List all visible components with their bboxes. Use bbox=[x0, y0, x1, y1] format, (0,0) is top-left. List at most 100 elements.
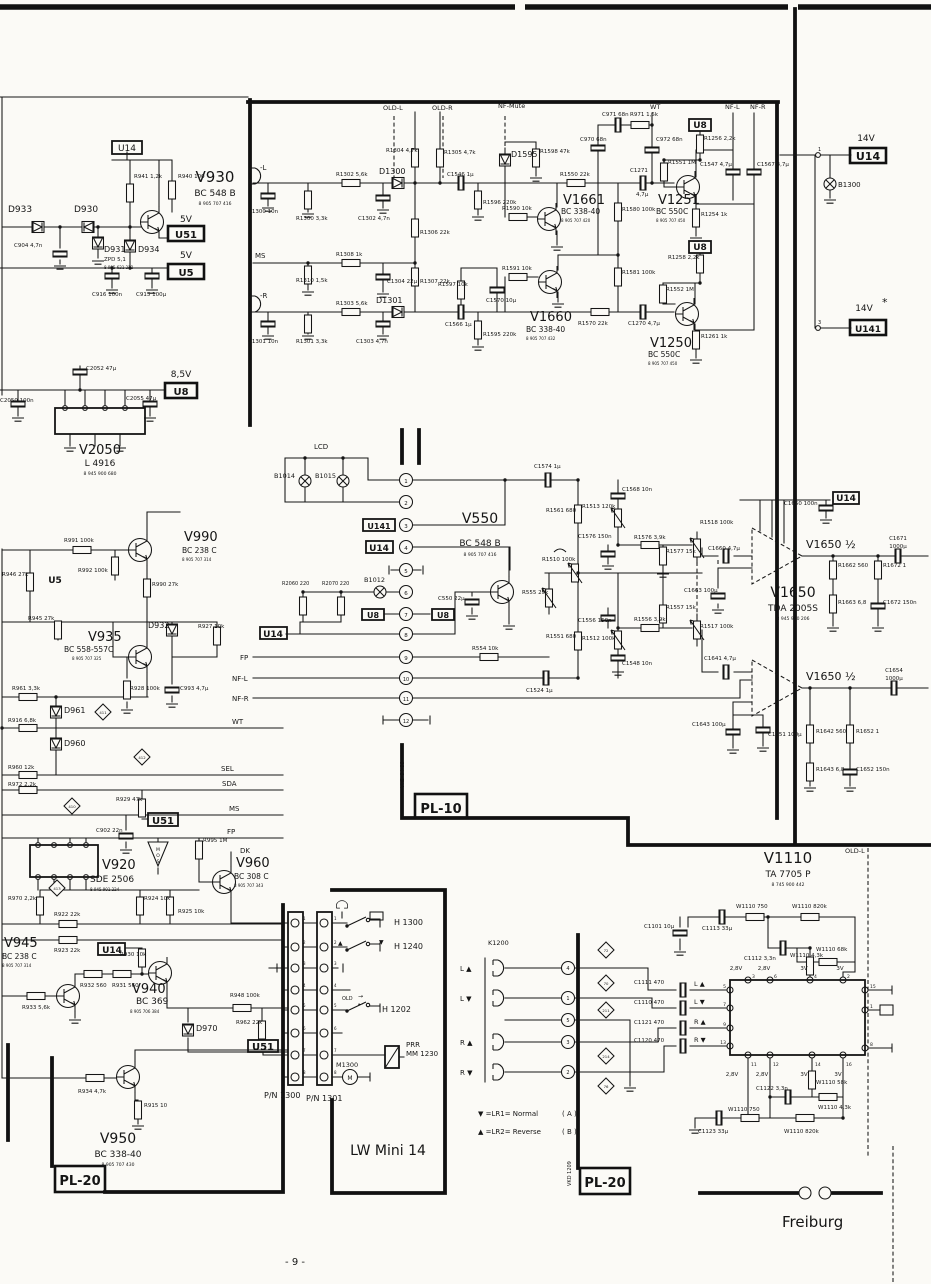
label-legend-lr1: ▼ =LR1= Normal bbox=[478, 1110, 538, 1118]
label-u141-star: * bbox=[882, 296, 888, 309]
label-c1300: C1300 10n bbox=[248, 209, 279, 215]
label-diam-411: 411 bbox=[99, 710, 107, 715]
label-k1200: K1200 bbox=[488, 939, 509, 947]
label-d961: D961 bbox=[64, 706, 85, 715]
label-r1551-tone: R1551 680 bbox=[546, 634, 577, 640]
label-v1660-type: BC 338-40 bbox=[526, 325, 565, 334]
label-v940-partno: 8 905 706 384 bbox=[130, 1009, 160, 1014]
label-head-l-dn: L ▼ bbox=[460, 995, 472, 1003]
label-sp1-5: 5 bbox=[303, 1003, 306, 1008]
label-d932: D932 bbox=[148, 621, 169, 630]
label-v960-type: BC 308 C bbox=[234, 872, 269, 881]
label-c1650: C1650 100n bbox=[784, 501, 818, 507]
label-r990: R990 27k bbox=[152, 582, 179, 588]
v1110-ic-body bbox=[729, 979, 866, 1056]
label-v1650-partno: 8 945 900 206 bbox=[777, 616, 810, 622]
label-icp-5: 5 bbox=[723, 984, 726, 990]
label-icp-12: 12 bbox=[773, 1062, 779, 1068]
label-v990-partno: 8 905 707 314 bbox=[182, 557, 212, 562]
label-r915: R915 10 bbox=[144, 1103, 168, 1109]
label-v950-partno: 8 905 707 430 bbox=[102, 1162, 135, 1168]
label-v1251: V1251 bbox=[658, 193, 700, 208]
label-v3-t2: 3V bbox=[836, 966, 843, 972]
label-head-l: -L bbox=[260, 164, 267, 172]
label-r1256: R1256 2,2k bbox=[704, 136, 736, 142]
label-tp-1: 1 bbox=[566, 996, 569, 1002]
label-r962: R962 22k bbox=[236, 1020, 263, 1026]
label-r929: R929 47k bbox=[116, 797, 143, 803]
motor-icon bbox=[341, 1068, 359, 1086]
label-u14-tr-14v: 14V bbox=[857, 134, 875, 144]
label-c970: C970 68n bbox=[580, 137, 607, 143]
label-tp-3: 3 bbox=[566, 1040, 569, 1046]
label-r948: R948 100k bbox=[230, 993, 261, 999]
label-r1577: R1577 15k bbox=[666, 549, 697, 555]
label-v990: V990 bbox=[184, 530, 218, 545]
label-u14-tr-box: U14 bbox=[856, 150, 881, 163]
label-icp-11: 11 bbox=[751, 1062, 757, 1068]
label-v1250-partno: 8 905 707 450 bbox=[648, 361, 678, 366]
label-vkd-1209: VKD 1209 bbox=[567, 1161, 573, 1186]
label-sp1-6: 6 bbox=[303, 1026, 306, 1031]
label-pn1300: P/N 1300 bbox=[264, 1091, 300, 1100]
label-nf-l-top: NF-L bbox=[725, 103, 740, 111]
label-r2060: R2060 220 bbox=[282, 581, 309, 587]
label-prr-type: MM 1230 bbox=[406, 1050, 438, 1058]
label-v930: V930 bbox=[196, 168, 235, 186]
pl10-label: PL-10 bbox=[420, 802, 461, 817]
label-c1271-val: 4,7µ bbox=[636, 192, 649, 198]
label-v1661-type: BC 338-40 bbox=[561, 207, 600, 216]
label-r971: R971 1,5k bbox=[630, 112, 659, 118]
label-c1672: C1672 150n bbox=[883, 600, 917, 606]
label-r1591: R1591 10k bbox=[502, 266, 533, 272]
label-d960: D960 bbox=[64, 739, 85, 748]
label-h1300: H 1300 bbox=[394, 918, 423, 927]
label-r1561: R1561 680 bbox=[546, 508, 577, 514]
label-cp6: 6 bbox=[404, 591, 408, 597]
label-r916: R916 6,8k bbox=[8, 718, 37, 724]
pn1300-strip bbox=[287, 911, 304, 1086]
label-cp3: 3 bbox=[404, 524, 408, 530]
label-v550-type: BC 548 B bbox=[459, 539, 500, 549]
label-h1202: H 1202 bbox=[382, 1005, 411, 1014]
label-d931: D931 bbox=[104, 245, 125, 254]
label-icp-3: 3 bbox=[752, 974, 755, 980]
label-vkd-6466: VKD 64 66 bbox=[400, 762, 406, 788]
label-v940-type: BC 369 bbox=[136, 997, 169, 1007]
label-v1661-partno: 8 905 707 420 bbox=[561, 218, 591, 223]
label-sp1-1: 1 bbox=[303, 916, 306, 921]
label-v930-partno: 8 905 707 416 bbox=[199, 201, 232, 207]
label-v28-b1: 2,8V bbox=[726, 1072, 739, 1078]
label-r1258: R1258 2,2k bbox=[668, 255, 700, 261]
label-head-r-up: R ▲ bbox=[460, 1039, 473, 1047]
label-c1113: C1113 33µ bbox=[702, 926, 733, 932]
label-v1660-partno: 8 905 707 432 bbox=[526, 336, 556, 341]
label-c1123: C1123 33µ bbox=[698, 1129, 729, 1135]
label-sp2-1: 1 bbox=[334, 916, 337, 921]
label-r932: R932 560 bbox=[80, 983, 107, 989]
label-r1300: R1300 3,3k bbox=[296, 216, 328, 222]
label-sp2-8: 8 bbox=[334, 1070, 337, 1075]
label-sda-bus: SDA bbox=[222, 780, 237, 788]
label-r1595: R1595 220k bbox=[483, 332, 517, 338]
label-c2052: C2052 47µ bbox=[86, 366, 117, 372]
label-c1270: C1270 4,7µ bbox=[628, 321, 660, 327]
label-icp-16: 16 bbox=[846, 1062, 852, 1068]
label-v940: V940 bbox=[132, 982, 166, 997]
label-r992: R992 100k bbox=[78, 568, 109, 574]
label-c1643: C1643 100µ bbox=[692, 722, 726, 728]
label-old-l: OLD-L bbox=[383, 104, 403, 112]
label-u141-box: U141 bbox=[855, 325, 881, 335]
label-tp-4: 4 bbox=[566, 966, 569, 972]
label-w1110-43a: W1110 4,3k bbox=[790, 953, 824, 959]
label-h1240: H 1240 bbox=[394, 942, 423, 951]
label-v920-type: SDE 2506 bbox=[90, 875, 134, 885]
label-r1254: R1254 1k bbox=[701, 212, 728, 218]
label-nfr-mid: NF-R bbox=[232, 695, 249, 703]
label-c1671: C1671 bbox=[889, 536, 907, 542]
label-pn1301: P/N 1301 bbox=[306, 1094, 342, 1103]
label-v550-partno: 8 905 707 416 bbox=[464, 552, 497, 558]
label-u8-box: U8 bbox=[173, 387, 188, 398]
label-cp8: 8 bbox=[404, 633, 408, 639]
